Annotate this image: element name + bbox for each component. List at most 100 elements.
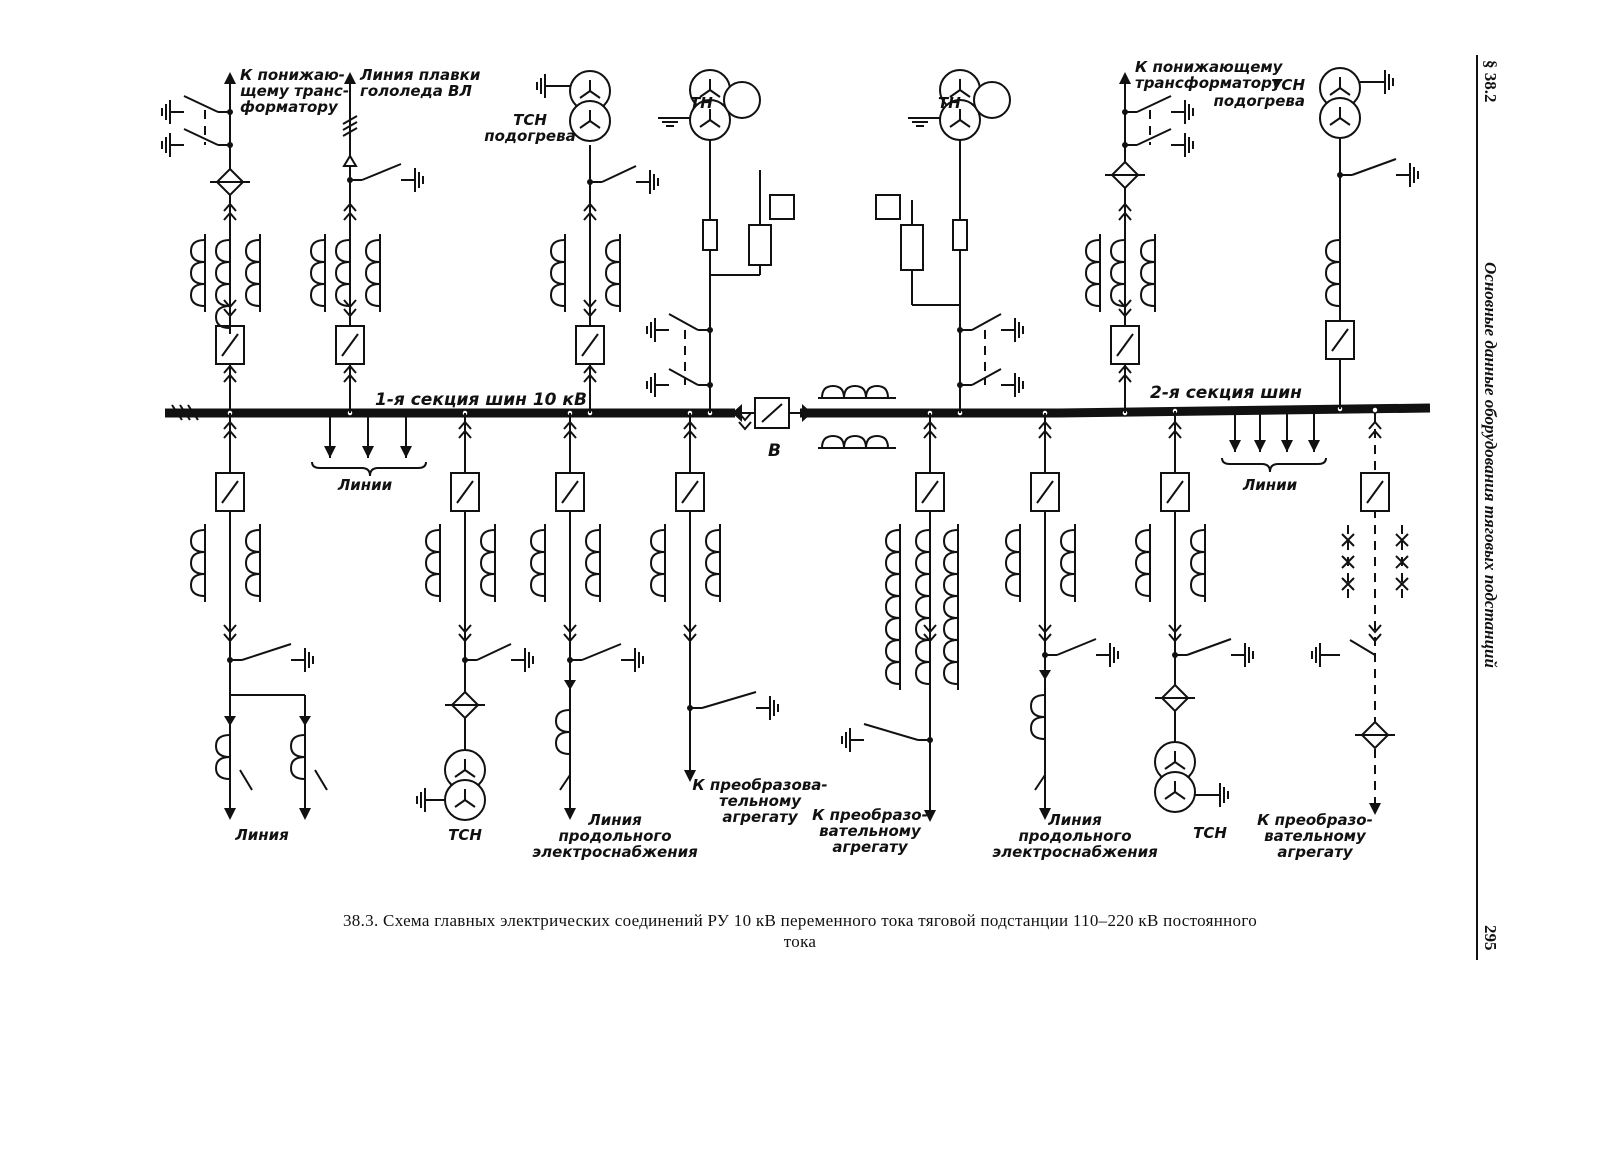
section-number: § 38.2 [1481,60,1500,103]
current-transformer-coil [914,617,931,641]
earthing-switch-blade [1136,95,1172,113]
circuit-breaker [335,325,365,365]
ground-icon [646,318,656,342]
current-transformer-coil [479,551,496,575]
arrow-head [344,72,356,84]
current-transformer-coil [649,529,666,553]
top-feed-1-label-line: щему транс- [240,82,349,100]
current-transformer-coil [704,551,721,575]
arrester-triangle [1039,670,1051,680]
arrow-head [1281,440,1293,452]
bus-section-2-label: 2-я секция шин [1150,383,1302,403]
reactor-coil [843,384,867,399]
ground-icon [1014,318,1024,342]
disconnector-blade [559,774,571,791]
current-transformer-coil [189,239,206,263]
plug-connector [458,420,472,430]
ground-icon [769,696,779,720]
current-transformer-coil [942,661,959,685]
plug-connector [343,308,357,318]
plug-connector [923,429,937,439]
arrester-box [900,224,924,271]
current-transformer-coil [549,239,566,263]
arrow-head [362,446,374,458]
plug-connector [343,364,357,374]
current-transformer-coil [914,529,931,553]
winding-star [959,89,971,98]
cable-tick [342,121,358,131]
plug-connector [223,211,237,221]
margin-rule [1476,55,1478,960]
plug-connector [583,211,597,221]
ct-cross [1341,533,1355,547]
earthing-switch-blade [183,95,219,113]
winding-star [1174,791,1186,800]
bus-tick [187,404,199,421]
current-transformer-coil [1189,573,1206,597]
plug-connector [563,429,577,439]
arrow-head [1254,440,1266,452]
winding-star [589,120,601,129]
current-transformer-coil [914,661,931,685]
breaker-slash [456,480,474,504]
winding-star [1174,761,1186,770]
plug-connector [1118,211,1132,221]
current-transformer-coil [884,639,901,663]
plug-connector [1038,429,1052,439]
ground-icon [161,133,171,157]
arrester-box [748,224,772,266]
breaker-slash [341,333,359,357]
earthing-switch-blade [1186,638,1232,656]
current-transformer-coil [584,551,601,575]
plug-connector [1038,420,1052,430]
current-transformer-coil [914,551,931,575]
ground-icon [304,648,314,672]
top-tn-1-label: ТН [690,94,713,112]
current-transformer-coil [1134,573,1151,597]
bot-long-1-label-line: продольного [558,827,671,845]
plug-connector [1038,633,1052,643]
sectional-arrow [732,404,742,422]
bot-conv-2-label-line: агрегату [832,838,909,856]
top-tsn-1-label-line: ТСН [513,111,547,129]
current-transformer-coil [914,595,931,619]
current-transformer-coil [942,617,959,641]
current-transformer-coil [604,239,621,263]
group-brace [311,461,427,477]
winding-star [454,799,466,808]
current-transformer-coil [1084,239,1101,263]
top-tsn-2-label-line: ТСН [1271,76,1305,94]
current-transformer-coil [1109,239,1126,263]
current-transformer-coil [1139,261,1156,285]
current-transformer-coil [1059,573,1076,597]
winding-star [959,119,971,128]
bot-conv-1-label-line: агрегату [722,808,799,826]
reactor-coil [821,384,845,399]
current-transformer-coil [942,639,959,663]
ground-icon [1184,133,1194,157]
earthing-switch-blade [183,128,219,146]
current-transformer-coil [214,239,231,263]
lines-group-1-label: Линии [337,476,393,494]
bus-tap [1371,406,1379,414]
current-transformer-coil [214,283,231,307]
plug-connector [1168,429,1182,439]
plug-connector [458,624,472,634]
winding-star [1164,791,1176,800]
plug-connector [683,624,697,634]
arrester-triangle [224,716,236,726]
winding-star [949,89,961,98]
bus-section-1-label: 1-я секция шин 10 кВ [375,390,587,410]
arrow-head [400,446,412,458]
current-transformer-coil [214,734,231,758]
plug-connector [1118,308,1132,318]
earthing-switch-blade [971,368,1002,386]
ground-icon [1311,643,1321,667]
current-transformer-coil [479,529,496,553]
winding-star [709,89,721,98]
winding-star [699,119,711,128]
bus-tick [179,404,191,421]
current-transformer-coil [214,305,231,329]
ground-icon [1014,373,1024,397]
arrester-triangle [564,680,576,690]
